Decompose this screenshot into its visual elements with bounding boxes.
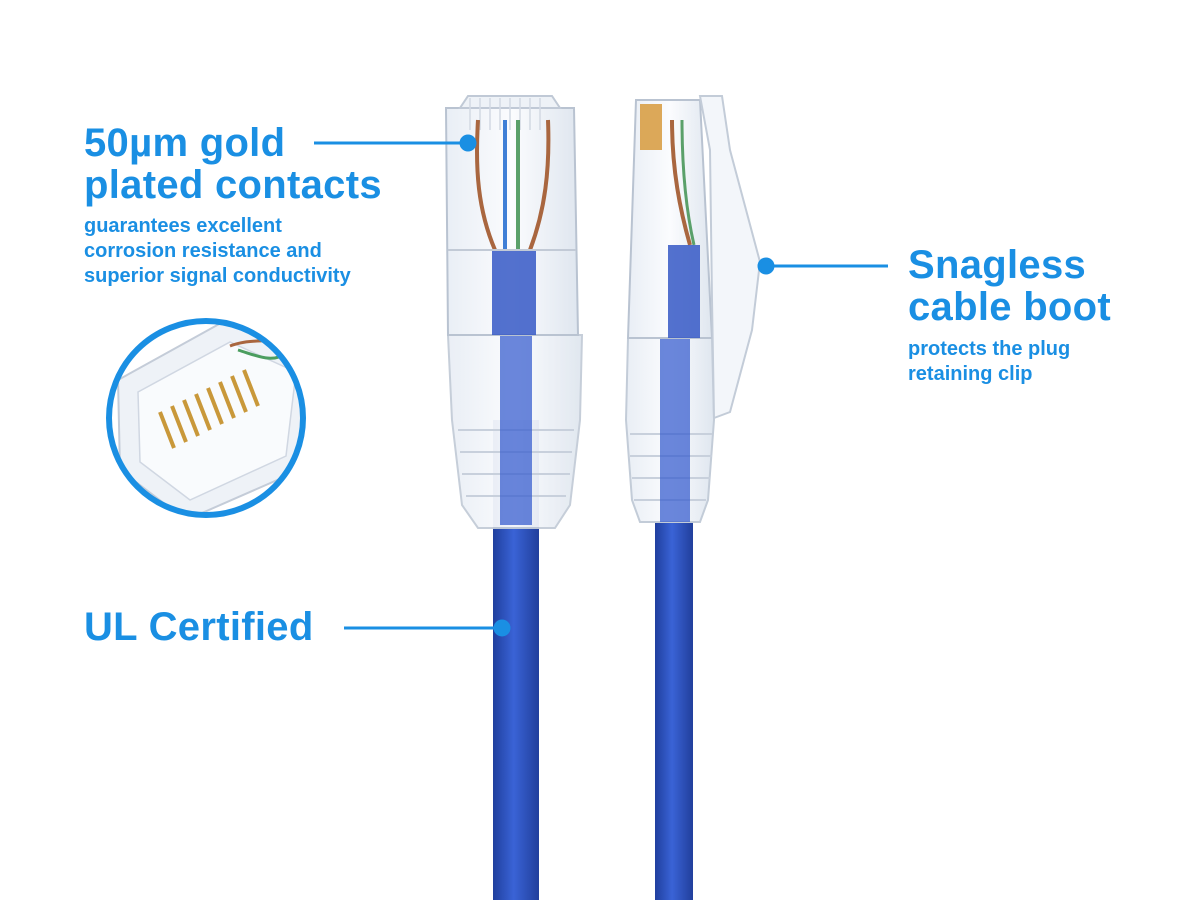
callout-leaders (314, 134, 888, 637)
snagless-boot-title: Snagless cable boot (908, 243, 1112, 329)
callout-dot (459, 134, 477, 152)
left-connector (444, 95, 584, 900)
snagless-clip (698, 95, 762, 420)
ul-certified-title: UL Certified (84, 605, 314, 649)
gold-contacts-description: guarantees excellent corrosion resistanc… (84, 215, 351, 287)
right-connector (624, 95, 762, 900)
magnifier-inset-contacts (106, 318, 306, 518)
callout-dot (493, 619, 511, 637)
snagless-boot-description: protects the plug retaining clip (908, 338, 1071, 385)
gold-contacts-title: 50µm gold plated contacts (84, 121, 382, 207)
callout-dot (757, 257, 775, 275)
